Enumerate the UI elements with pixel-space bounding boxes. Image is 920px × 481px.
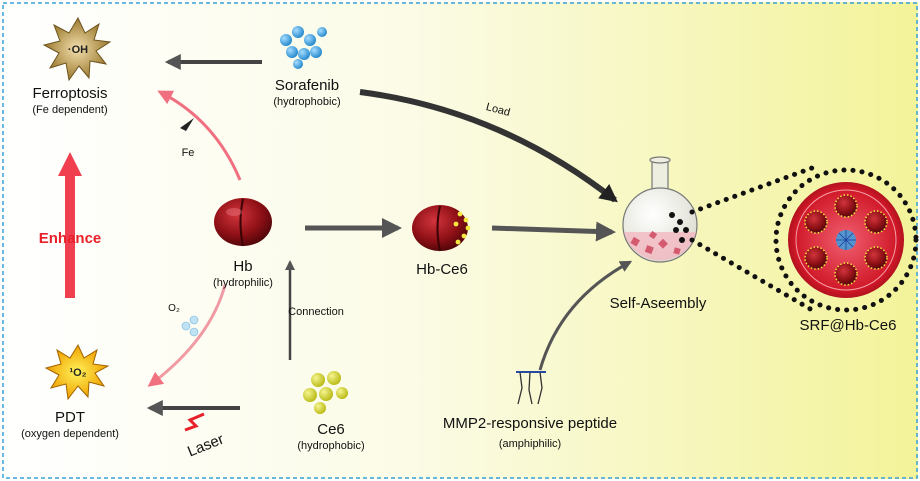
connection-label: Connection xyxy=(288,306,344,318)
oxygen-bubbles xyxy=(181,315,199,337)
sorafenib-molecule-icon xyxy=(280,26,327,69)
hemoglobin-icon xyxy=(214,198,272,247)
hb-ce6-conjugate-icon xyxy=(412,205,471,252)
singlet-oxygen-label: ¹O₂ xyxy=(69,367,87,379)
round-bottom-flask-icon xyxy=(622,156,698,263)
ce6-label: Ce6 xyxy=(317,421,345,438)
sorafenib-label: Sorafenib xyxy=(274,77,340,94)
hb-to-ferroptosis-arrow xyxy=(157,90,242,181)
zoom-dotted-circle xyxy=(773,167,919,313)
fe-dependent-label: (Fe dependent) xyxy=(32,104,108,116)
sorafenib-property-label: (hydrophobic) xyxy=(273,96,341,108)
oxygen-dependent-label: (oxygen dependent) xyxy=(21,428,119,440)
ferroptosis-label: Ferroptosis xyxy=(32,85,108,102)
srf-hbce6-nanoparticle-icon xyxy=(788,182,904,298)
hb-ce6-label: Hb-Ce6 xyxy=(416,261,468,278)
hb-label: Hb xyxy=(233,258,253,275)
hb-property-label: (hydrophilic) xyxy=(213,277,273,289)
laser-zigzag-icon xyxy=(184,412,205,432)
fe-small-arrow xyxy=(180,118,194,136)
pdt-label: PDT xyxy=(55,409,85,426)
fe-label: Fe xyxy=(181,147,195,159)
singlet-oxygen-burst xyxy=(44,343,110,401)
ce6-property-label: (hydrophobic) xyxy=(297,440,365,452)
hydroxyl-radical-label: ·OH xyxy=(67,44,89,56)
hbce6-to-flask-arrow xyxy=(491,221,616,242)
peptide-property-label: (amphiphilic) xyxy=(498,438,562,450)
hb-to-pdt-arrow xyxy=(147,284,227,387)
peptide-label: MMP2-responsive peptide xyxy=(442,415,618,432)
self-assembly-label: Self-Aseembly xyxy=(609,295,707,312)
hydroxyl-radical-burst xyxy=(42,16,112,82)
enhance-label: Enhance xyxy=(38,230,102,247)
load-arrow xyxy=(359,89,618,203)
o2-label: O₂ xyxy=(168,303,180,314)
ce6-molecule-icon xyxy=(303,371,348,414)
product-label: SRF@Hb-Ce6 xyxy=(799,317,897,334)
peptide-to-flask-arrow xyxy=(538,260,633,371)
zoom-line-top xyxy=(689,165,815,215)
enhance-arrow-head xyxy=(58,152,82,176)
peptide-strands-icon xyxy=(516,371,546,405)
